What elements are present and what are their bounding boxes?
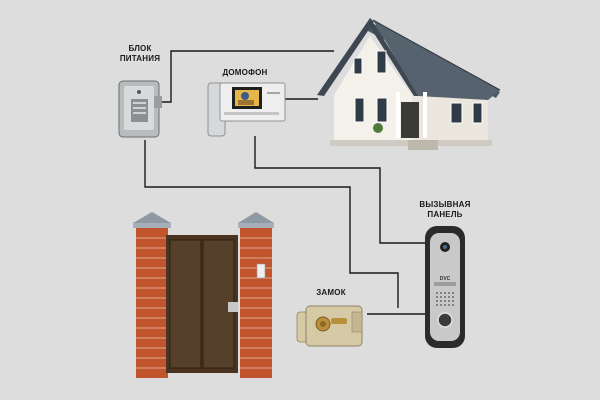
wire-power-to-lock xyxy=(144,140,399,308)
power-unit-label: БЛОК ПИТАНИЯ xyxy=(112,44,168,64)
wires xyxy=(144,50,425,315)
power-unit-label-line-2: ПИТАНИЯ xyxy=(119,54,161,63)
wire-power-to-house xyxy=(161,50,334,103)
intercom-label: ДОМОФОН xyxy=(210,68,280,78)
intercom-label-text: ДОМОФОН xyxy=(222,68,268,77)
intercom-monitor xyxy=(207,82,286,137)
power-unit-label-line-1: БЛОК xyxy=(128,44,152,53)
call-panel-label: ВЫЗЫВНАЯ ПАНЕЛЬ xyxy=(410,200,480,220)
call-panel-label-line-2: ПАНЕЛЬ xyxy=(427,210,463,219)
lock-device xyxy=(296,305,363,347)
power-unit xyxy=(118,80,162,138)
panel-brand-text: DVC xyxy=(440,276,451,282)
wire-intercom-to-panel xyxy=(254,136,425,244)
house xyxy=(317,18,501,150)
gate xyxy=(133,212,274,378)
lock-label-text: ЗАМОК xyxy=(316,288,346,297)
call-panel-label-line-1: ВЫЗЫВНАЯ xyxy=(419,200,471,209)
lock-label: ЗАМОК xyxy=(306,288,356,298)
call-panel: DVC xyxy=(425,226,465,348)
